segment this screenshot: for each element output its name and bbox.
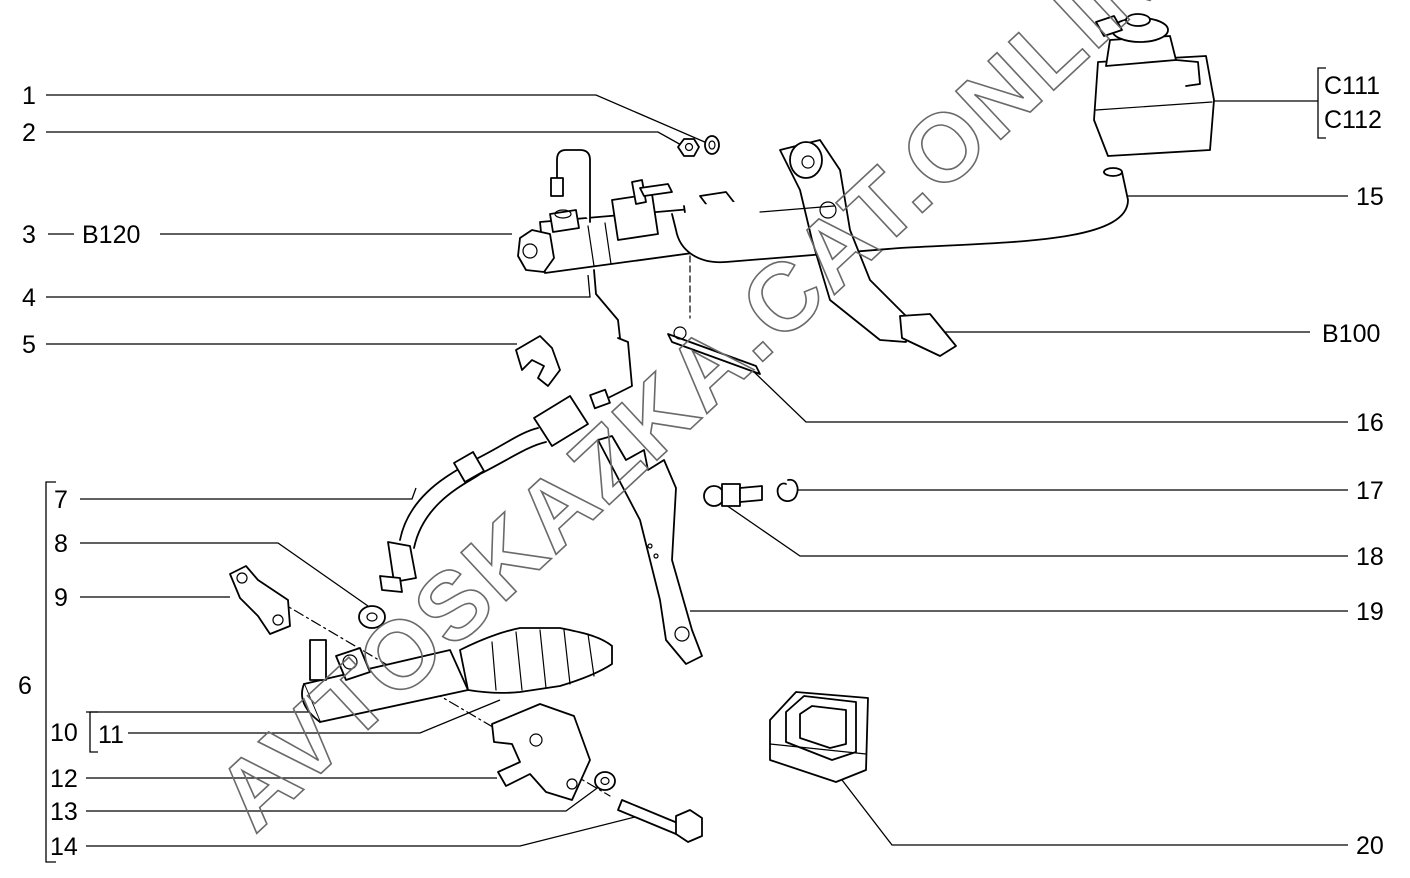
part-hose-7: [379, 395, 589, 593]
leader-14: [86, 814, 644, 847]
part-washer-8: [358, 605, 386, 629]
label-8: 8: [54, 530, 68, 558]
label-16: 16: [1356, 409, 1384, 437]
label-15: 15: [1356, 183, 1384, 211]
leader-1: [46, 94, 708, 144]
callout-labels: 1 2 3 B120 4 5 6 7 8 9 10 11 12 13 14 15…: [18, 72, 1384, 861]
label-1: 1: [22, 82, 36, 110]
leader-16: [751, 369, 1348, 423]
label-2: 2: [22, 119, 36, 147]
leader-20: [841, 779, 1348, 846]
part-reservoir: [1093, 13, 1215, 157]
leader-18: [725, 504, 1348, 557]
part-clip-5: [515, 335, 561, 387]
label-13: 13: [50, 798, 78, 826]
label-6: 6: [18, 672, 32, 700]
part-clutch-pedal: [759, 139, 957, 357]
bracket-c111-c112: [1317, 67, 1326, 139]
part-release-fork-19: [597, 435, 703, 665]
part-pushrod-16: [667, 326, 761, 375]
bracket-6: [45, 481, 56, 863]
part-washer-1: [704, 135, 720, 155]
label-20: 20: [1356, 832, 1384, 860]
leader-8: [80, 542, 369, 607]
label-c112: C112: [1324, 106, 1382, 134]
leader-13: [86, 785, 601, 812]
label-c111: C111: [1324, 72, 1380, 100]
label-7: 7: [54, 486, 68, 514]
part-washer-13: [594, 771, 616, 791]
label-3-code: B120: [82, 221, 140, 249]
label-10: 10: [50, 719, 78, 747]
label-5: 5: [22, 331, 36, 359]
label-9: 9: [54, 584, 68, 612]
watermark-text: AVTOSKAZKA.CAT.ONLINE: [196, 0, 1232, 850]
part-boot-20: [769, 691, 869, 783]
part-circlip-17: [776, 478, 799, 502]
label-14: 14: [50, 833, 78, 861]
label-18: 18: [1356, 543, 1384, 571]
part-slave-cylinder-10: [301, 627, 613, 723]
label-4: 4: [22, 284, 36, 312]
leader-2: [46, 131, 684, 147]
part-bracket-9: [229, 565, 291, 635]
label-19: 19: [1356, 598, 1384, 626]
label-17: 17: [1356, 477, 1384, 505]
part-bleed-pipe: [550, 149, 591, 223]
leader-lines: [45, 67, 1348, 863]
label-12: 12: [50, 765, 78, 793]
part-hose-15: [671, 167, 1129, 264]
leader-7: [80, 487, 417, 500]
part-bolt-14: [617, 799, 703, 843]
part-pipe-4: [589, 269, 633, 410]
label-3: 3: [22, 221, 36, 249]
leader-4: [46, 274, 591, 298]
bracket-10-11: [89, 711, 98, 753]
leader-11: [128, 699, 501, 734]
part-bracket-12: [491, 703, 591, 801]
part-nut-2: [677, 138, 700, 157]
part-ball-stud-18: [703, 483, 763, 507]
label-b100: B100: [1322, 320, 1380, 348]
label-11: 11: [98, 721, 124, 749]
